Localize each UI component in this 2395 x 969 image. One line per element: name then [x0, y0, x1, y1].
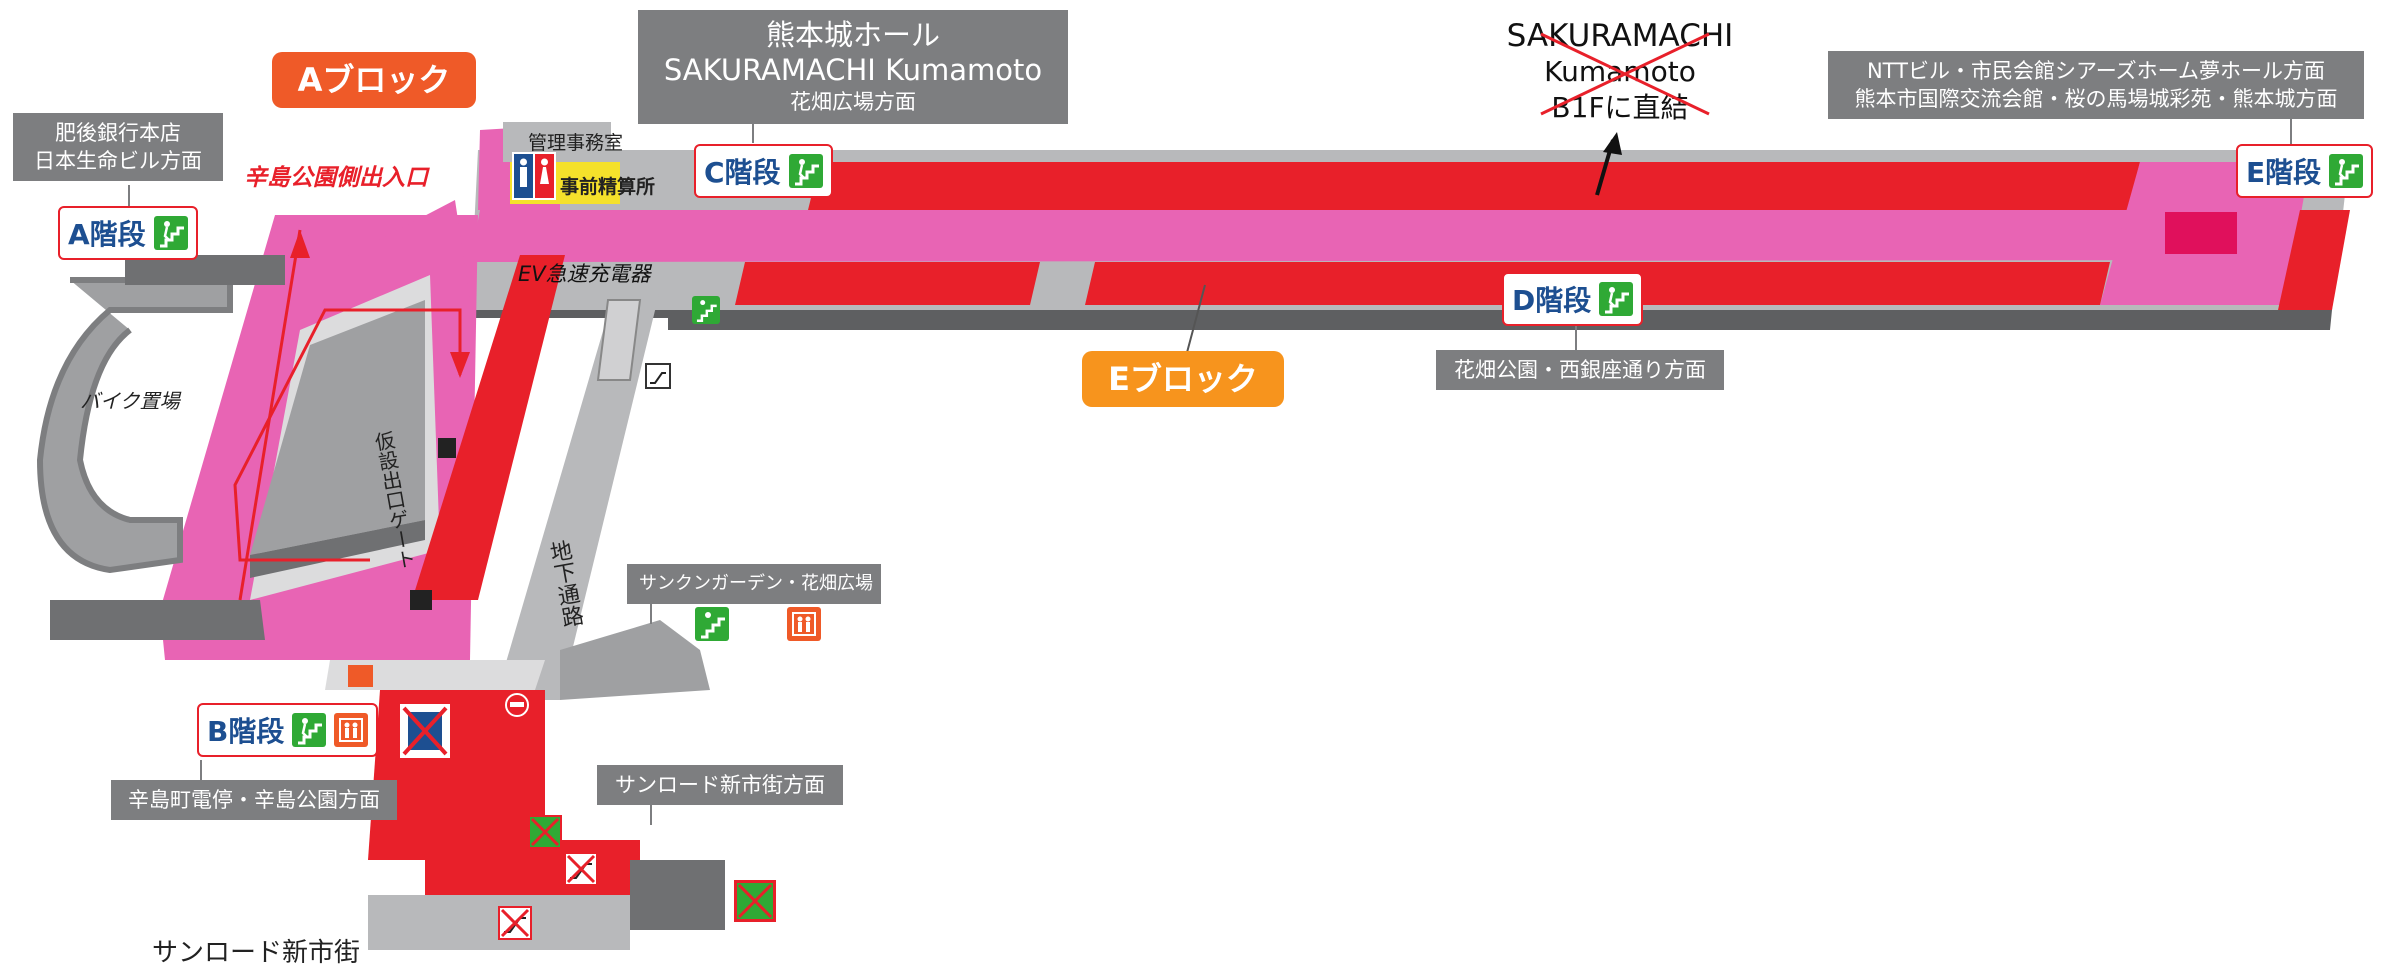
c-direction-line-1: 熊本城ホール — [765, 18, 940, 52]
restroom-icon — [512, 152, 556, 200]
e-stairs-badge[interactable]: E階段 — [2236, 144, 2374, 198]
c-pointer — [752, 123, 754, 143]
b-stairs-direction: 辛島町電停・辛島公園方面 — [111, 780, 397, 820]
c-stairs-direction: 熊本城ホール SAKURAMACHI Kumamoto 花畑広場方面 — [638, 10, 1068, 124]
a-stairs-label: A階段 — [68, 218, 146, 251]
central-pillar-top — [250, 300, 425, 555]
orange-marker — [348, 665, 373, 687]
a-direction-line-1: 肥後銀行本店 — [55, 121, 181, 145]
e-block-label: Eブロック — [1082, 351, 1284, 407]
left-base — [50, 600, 265, 640]
sakuramachi-arrowhead — [1603, 132, 1622, 155]
east-marker — [2165, 212, 2237, 254]
stairs-icon — [1599, 282, 1634, 316]
b-stairs-badge[interactable]: B階段 — [197, 703, 379, 757]
c-direction-line-2: SAKURAMACHI Kumamoto — [663, 53, 1043, 87]
c-stairs-label: C階段 — [704, 156, 781, 189]
sunroad-direction: サンロード新市街方面 — [597, 765, 843, 805]
ev-parking-strip — [412, 255, 565, 600]
b-stairs-label: B階段 — [207, 715, 285, 748]
route-arrowhead-down — [450, 352, 470, 378]
parking-row-top — [808, 162, 2140, 210]
a-pointer — [128, 185, 130, 207]
no-entry-bar — [510, 702, 524, 707]
closed-escalator-icon-2 — [498, 906, 532, 940]
e-direction-line-2: 熊本市国際交流会館・桜の馬場城彩苑・熊本城方面 — [1854, 87, 2338, 111]
c-stairs-badge[interactable]: C階段 — [694, 144, 833, 198]
central-pillar-side — [250, 520, 425, 578]
elevator-icon — [334, 713, 369, 747]
closed-stairs-icon-1 — [528, 815, 562, 849]
sunroad-pointer — [650, 805, 652, 825]
ev-stairs-icon — [692, 296, 721, 324]
ev-charger-label: EV急速充電器 — [518, 262, 651, 286]
stairs-icon — [788, 154, 823, 188]
a-direction-line-2: 日本生命ビル方面 — [34, 149, 202, 173]
e-stairs-label: E階段 — [2246, 156, 2322, 189]
sakuramachi-closed-link: SAKURAMACHI Kumamoto B1Fに直結 — [1495, 18, 1745, 126]
bike-loop — [36, 277, 233, 574]
karashima-entrance-label: 辛島公園側出入口 — [244, 165, 428, 191]
sunken-stairs-icon — [695, 607, 729, 641]
bike-parking-label: バイク置場 — [80, 389, 180, 413]
passage-stairs-right — [560, 620, 710, 700]
a-stairs-badge[interactable]: A階段 — [58, 206, 198, 260]
closed-escalator-icon-1 — [564, 852, 598, 886]
closed-stairs-icon-2 — [734, 880, 776, 922]
lower-gray-floor — [325, 660, 545, 690]
sunken-elevator-icon — [787, 607, 822, 641]
pink-driveway — [470, 210, 2300, 262]
stairs-icon — [153, 216, 188, 250]
sunroad-base — [630, 860, 725, 930]
b-pointer — [200, 760, 202, 782]
a-block-label: Aブロック — [272, 52, 476, 108]
underground-passage-floor — [495, 290, 660, 700]
d-stairs-label: D階段 — [1512, 284, 1592, 317]
sunken-pointer — [650, 604, 652, 624]
gate-marker-2 — [410, 590, 432, 610]
crossed-out-mark — [1540, 32, 1710, 116]
gate-marker-1 — [438, 438, 456, 458]
left-ledge — [125, 255, 285, 285]
corridor-front-wall — [470, 310, 2332, 330]
east-end-red — [2278, 210, 2350, 310]
d-pointer — [1575, 326, 1577, 350]
route-arrowhead-up — [290, 230, 310, 258]
escalator-icon — [645, 363, 671, 389]
c-direction-line-3: 花畑広場方面 — [790, 90, 916, 114]
prepay-label: 事前精算所 — [560, 176, 656, 198]
d-stairs-badge[interactable]: D階段 — [1502, 272, 1644, 326]
d-stairs-direction: 花畑公園・西銀座通り方面 — [1436, 350, 1724, 390]
stairs-icon — [2329, 154, 2364, 188]
e-block-pointer — [1184, 284, 1206, 361]
route-arrow-loop — [233, 308, 462, 562]
e-stairs-direction: NTTビル・市民会館シアーズホーム夢ホール方面 熊本市国際交流会館・桜の馬場城彩… — [1828, 51, 2364, 119]
e-pointer — [2290, 119, 2292, 145]
sunken-garden-direction: サンクンガーデン・花畑広場 — [627, 564, 881, 604]
management-office-label: 管理事務室 — [528, 132, 624, 154]
e-direction-line-1: NTTビル・市民会館シアーズホーム夢ホール方面 — [1866, 59, 2326, 83]
a-stairs-direction: 肥後銀行本店 日本生命ビル方面 — [13, 113, 223, 181]
sunroad-street-label: サンロード新市街 — [152, 938, 361, 968]
parking-row-bottom-1 — [735, 262, 1040, 305]
stairs-icon — [292, 713, 327, 747]
closed-elevator-icon — [398, 702, 452, 760]
ramp-stairs — [596, 299, 642, 381]
